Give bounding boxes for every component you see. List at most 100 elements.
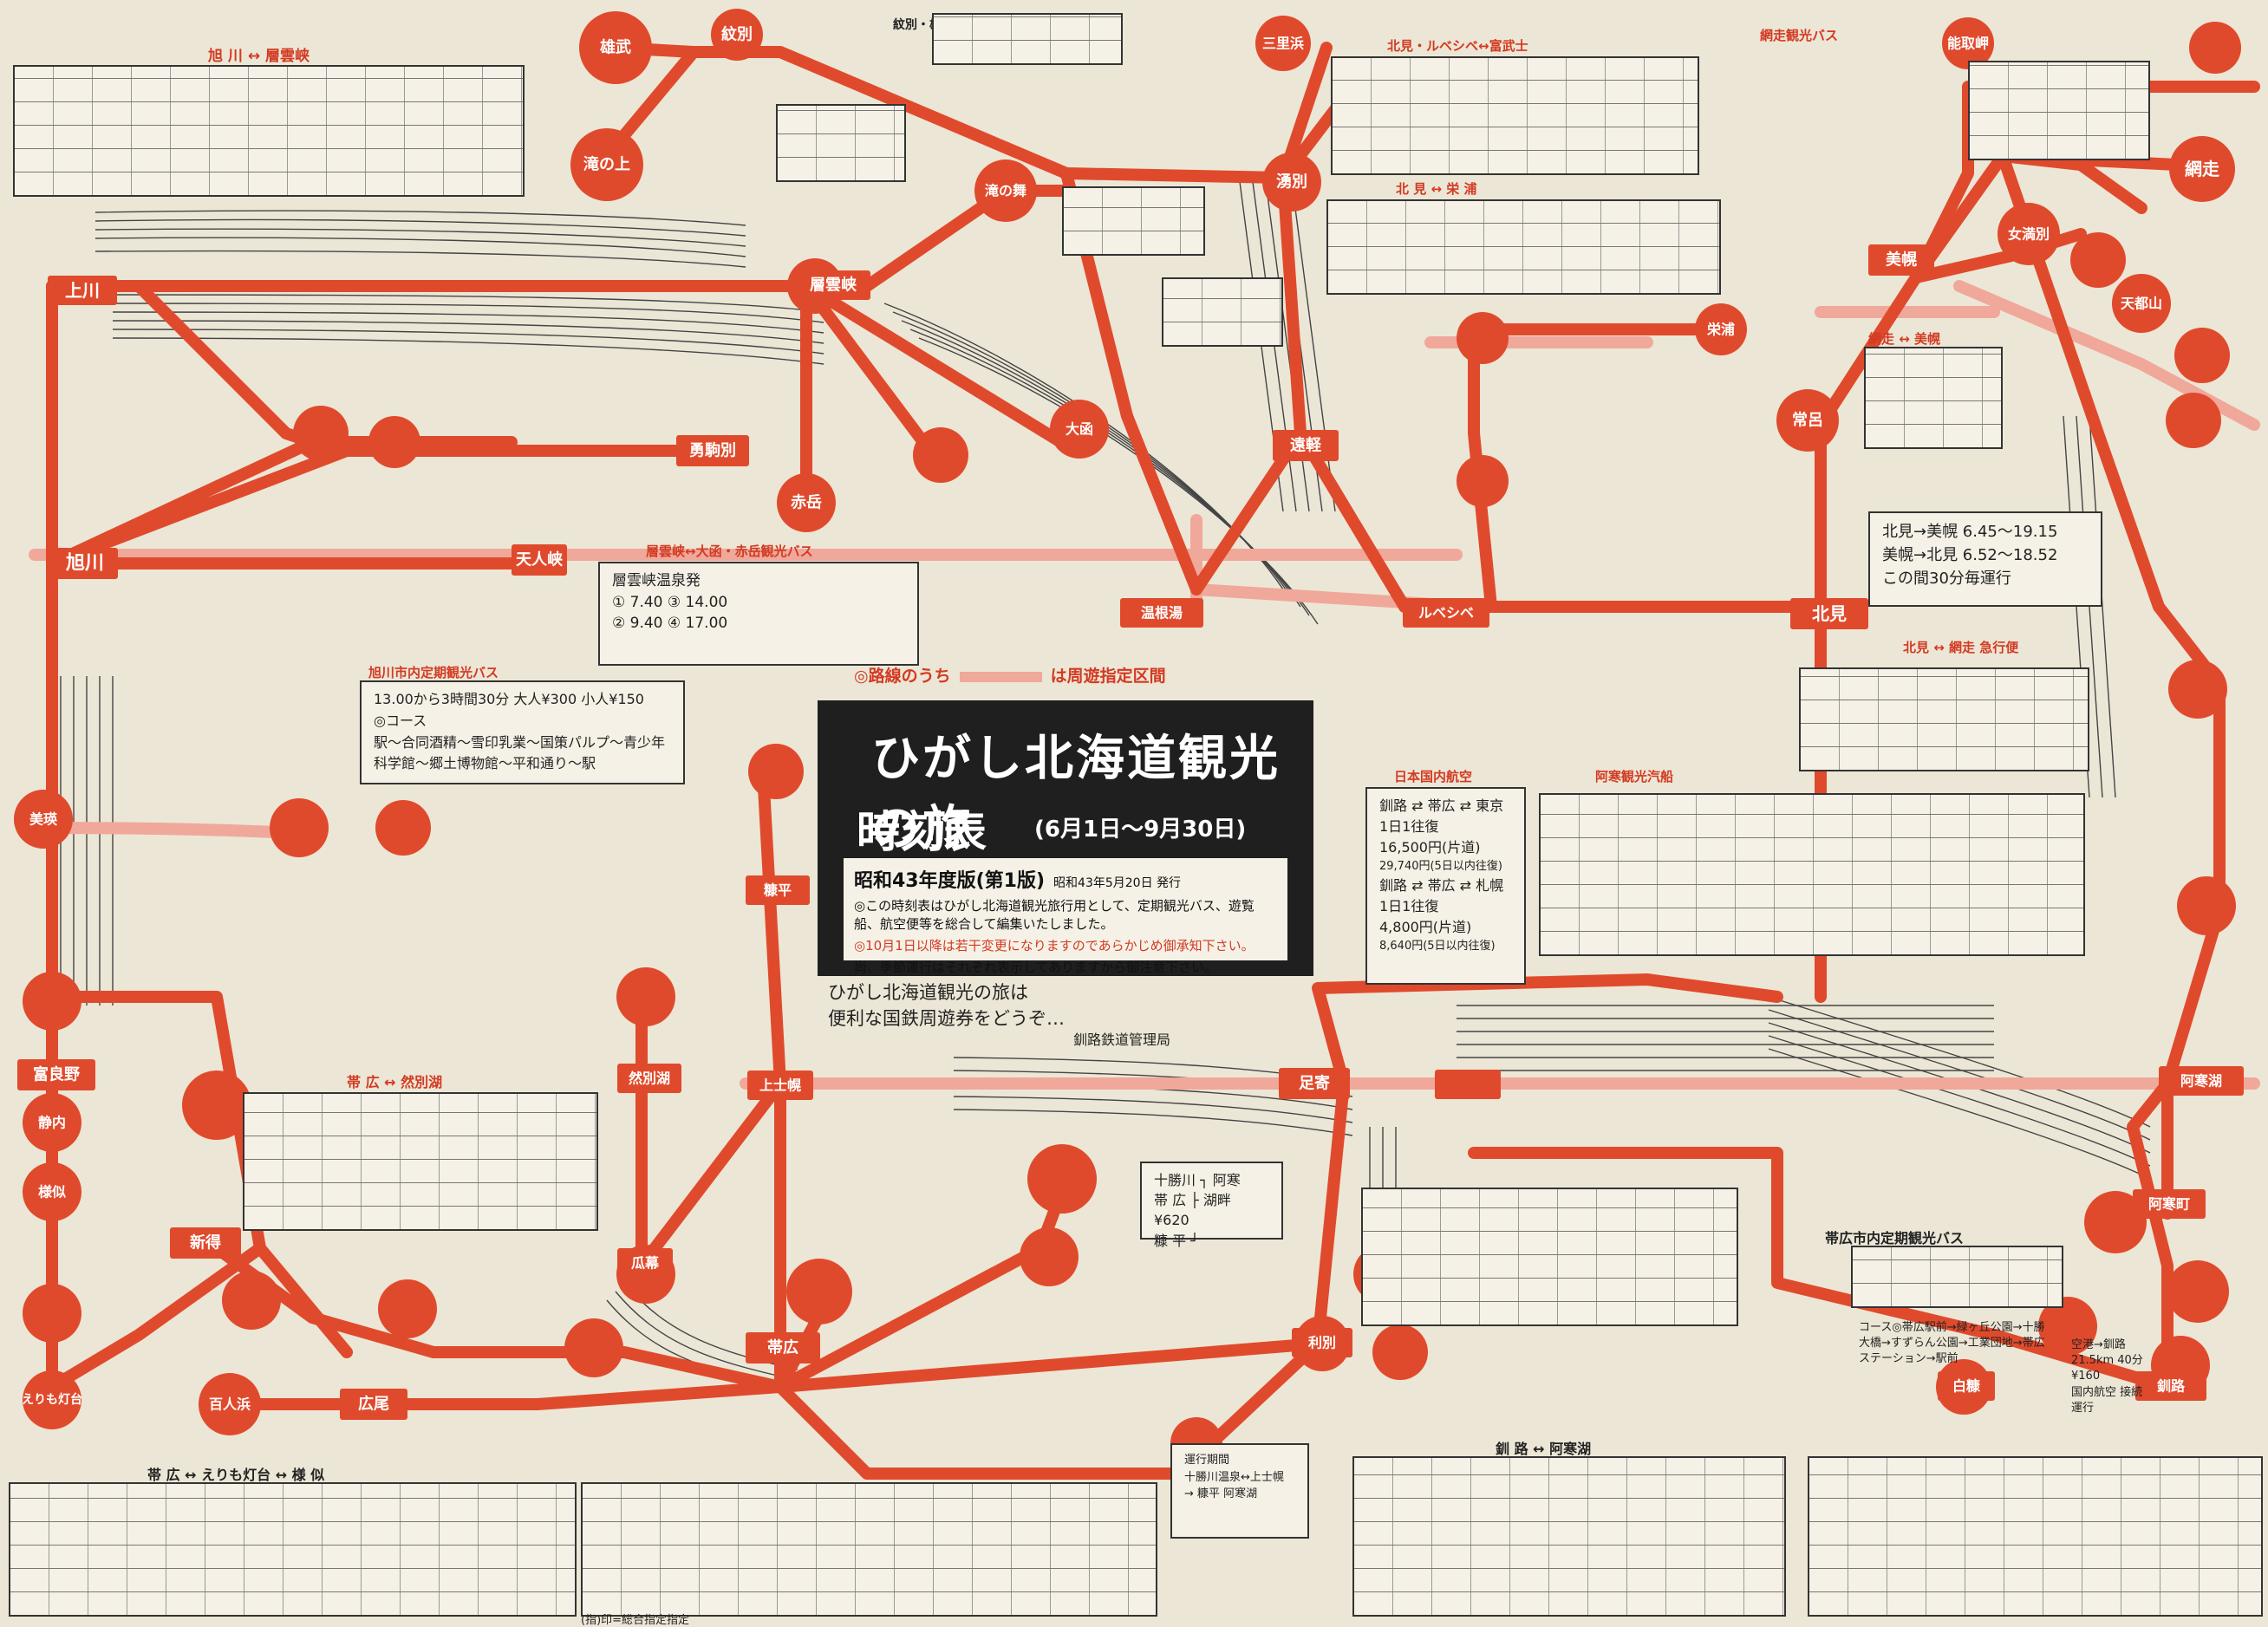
intro-org: 釧路鉄道管理局 (1073, 1032, 1171, 1048)
timetable-title: 帯 広 ↔ えりも灯台 ↔ 様 似 (147, 1467, 325, 1483)
station-label: 雄武 (599, 38, 631, 57)
station-label: 足寄 (1299, 1074, 1330, 1093)
station-label: 北見 (1812, 603, 1847, 624)
timetable-abashiri-tour (1968, 61, 2150, 160)
legend-prefix: ◎路線のうち (854, 667, 951, 686)
box-line: 国内航空 接続運行 (2071, 1385, 2143, 1415)
box-line: 1日1往復 (1379, 897, 1439, 914)
station-label: 広尾 (358, 1395, 389, 1414)
legend-swatch (959, 671, 1042, 682)
box-line: この間30分毎運行 (1882, 569, 2011, 588)
station-label: 上川 (65, 280, 100, 301)
station-label: 釧路 (2157, 1378, 2186, 1395)
timetable-monbetsu (932, 13, 1123, 65)
timetable-title: 層雲峡↔大函・赤岳観光バス (646, 543, 813, 559)
station-label: 滝の上 (583, 155, 630, 174)
box-line: 釧路 ⇄ 帯広 ⇄ 東京 (1379, 797, 1504, 814)
timetable-takinoue (776, 104, 906, 182)
timetable-obihiro-shikaribetsu (243, 1092, 598, 1231)
timetable-title: 旭川市内定期観光バス (368, 665, 499, 680)
station-label: 赤岳 (791, 494, 822, 512)
asahikawa-city-box: 13.00から3時間30分 大人¥300 小人¥150 ◎コース 駅〜合同酒精〜… (360, 680, 685, 784)
timetable-bihoro-abashiri (1864, 347, 2003, 449)
edition-box: 昭和43年度版(第1版) 昭和43年5月20日 発行 ◎この時刻表はひがし北海道観… (844, 858, 1287, 975)
station-label: 静内 (38, 1115, 66, 1131)
box-line: 13.00から3時間30分 大人¥300 小人¥150 (374, 691, 644, 707)
box-line: 運行期間 (1184, 1454, 1230, 1467)
timetable-kushiro-akanko-2 (1808, 1456, 2263, 1617)
issued-date: 昭和43年5月20日 発行 (1053, 876, 1182, 890)
timetable-title: 網走 ↔ 美幌 (1868, 331, 1941, 347)
station-label: 能取岬 (1947, 36, 1989, 52)
title-panel: ひがし北海道観光の旅 時刻表 (6月1日〜9月30日) 昭和43年度版(第1版)… (818, 700, 1313, 976)
footnote: (指)印=総合指定指定 (581, 1614, 690, 1627)
intro-line: 便利な国鉄周遊券をどうぞ… (828, 1008, 1065, 1030)
station-label: 旭川 (65, 553, 104, 575)
station-label: 大函 (1066, 421, 1093, 438)
box-line: 29,740円(5日以内往復) (1379, 860, 1502, 873)
note-line: 尚、季節運行はそれぞれ表示してありますから御注意下さい。 (854, 960, 1218, 975)
sounkyo-bus-box: 層雲峡温泉発 ① 7.40 ③ 14.00 ② 9.40 ④ 17.00 (598, 562, 919, 666)
box-line: 空港→釧路 (2071, 1338, 2126, 1351)
station-blocks: 上川 旭川 層雲峡 天人峡 勇駒別 温根湯 ルベシベ 北見 遠軽 美幌 阿寒湖 … (17, 244, 2244, 1420)
box-line: 釧路 ⇄ 帯広 ⇄ 札幌 (1379, 876, 1504, 894)
station-label: 美瑛 (29, 811, 58, 828)
box-line: 16,500円(片道) (1379, 839, 1481, 856)
station-label: 阿寒町 (2148, 1196, 2190, 1213)
legend-suffix: は周遊指定区間 (1050, 667, 1166, 686)
station-label: 阿寒湖 (2180, 1073, 2222, 1090)
timetable-title: 帯 広 ↔ 然別湖 (347, 1074, 443, 1090)
station-label: 女満別 (2008, 226, 2050, 243)
station-label: 白糠 (1952, 1378, 1981, 1395)
timetable-title: 北 見 ↔ 栄 浦 (1396, 181, 1477, 197)
box-line: 帯 広 ├ 湖畔 ¥620 (1154, 1192, 1231, 1229)
box-line: 駅〜合同酒精〜雪印乳業〜国策パルプ〜青少年科学館〜郷土博物館〜平和通り〜駅 (374, 733, 666, 772)
timetable-title: 旭 川 ↔ 層雲峡 (208, 48, 310, 65)
box-line: ◎コース (374, 712, 427, 729)
timetable-takinomai (1062, 186, 1205, 256)
timetable-kushiro-akanko-1 (1352, 1456, 1786, 1617)
box-line: 4,800円(片道) (1379, 918, 1472, 935)
timetable-takinomai-monbetsu (1162, 277, 1283, 347)
station-label: 瓜幕 (631, 1255, 660, 1272)
station-label: 層雲峡 (810, 276, 857, 295)
box-line: 十勝川温泉↔上士幌 → 糠平 阿寒湖 (1184, 1470, 1284, 1501)
obihiro-city-course: コース◎帯広駅前→緑ヶ丘公園→十勝大橋→すずらん公園→工業団地→帯広ステーション… (1847, 1313, 2063, 1374)
station-label: 網走 (2185, 159, 2219, 179)
timetable-kitami-sakaeura (1326, 199, 1721, 295)
kitami-bihoro-box: 北見→美幌 6.45〜19.15 美幌→北見 6.52〜18.52 この間30分… (1868, 511, 2102, 607)
station-label: 滝の舞 (985, 183, 1026, 199)
box-line: 糠 平 ┘ (1154, 1232, 1199, 1249)
legend: ◎路線のうち は周遊指定区間 (854, 663, 1166, 687)
timetable-obihiro-erimo-down (9, 1482, 577, 1617)
station-label: 常呂 (1792, 411, 1823, 430)
timetable-title: 日本国内航空 (1394, 769, 1473, 784)
station-label: 天人峡 (516, 550, 564, 569)
station-label: 然別湖 (629, 1071, 670, 1087)
station-label: 天都山 (2121, 296, 2162, 312)
station-label: 様似 (38, 1184, 66, 1201)
page-title: ひがし北海道観光の旅 (871, 730, 1281, 857)
timetable-title: 帯広市内定期観光バス (1825, 1230, 1965, 1246)
station-label: 勇駒別 (689, 441, 736, 460)
station-label: ルベシベ (1418, 605, 1474, 622)
edition-label: 昭和43年度版(第1版) (854, 870, 1046, 892)
box-line: 十勝川 ┐ 阿寒 (1154, 1172, 1241, 1188)
page-period: (6月1日〜9月30日) (1034, 817, 1247, 843)
note-line: ◎10月1日以降は若干変更になりますのであらかじめ御承知下さい。 (854, 938, 1255, 953)
box-line: コース◎帯広駅前→緑ヶ丘公園→十勝大橋→すずらん公園→工業団地→帯広ステーション… (1859, 1321, 2045, 1366)
timetable-title: 阿寒観光汽船 (1595, 769, 1674, 784)
station-label: 百人浜 (209, 1396, 251, 1413)
station-label: 遠軽 (1290, 436, 1322, 455)
station-label: 湧別 (1276, 173, 1307, 192)
airport-box: 空港→釧路 21.5km 40分 ¥160 国内航空 接続運行 (2059, 1331, 2159, 1415)
station-label: 利別 (1308, 1335, 1336, 1351)
box-line: 層雲峡温泉発 (612, 572, 701, 589)
timetable-title: 北見・ルベシベ↔富武士 (1387, 38, 1528, 54)
timetable-asahikawa-sounkyo (13, 65, 525, 197)
station-nodes: 雄武 紋別 滝の上 滝の舞 三里浜 湧別 能取岬 網走 女満別 天都山 栄浦 常… (14, 9, 2241, 1469)
note-line: ◎この時刻表はひがし北海道観光旅行用として、定期観光バス、遊覧船、航空便等を総合… (854, 898, 1255, 932)
timetable-obihiro-erimo-up (581, 1482, 1157, 1617)
station-label: 栄浦 (1706, 322, 1735, 338)
